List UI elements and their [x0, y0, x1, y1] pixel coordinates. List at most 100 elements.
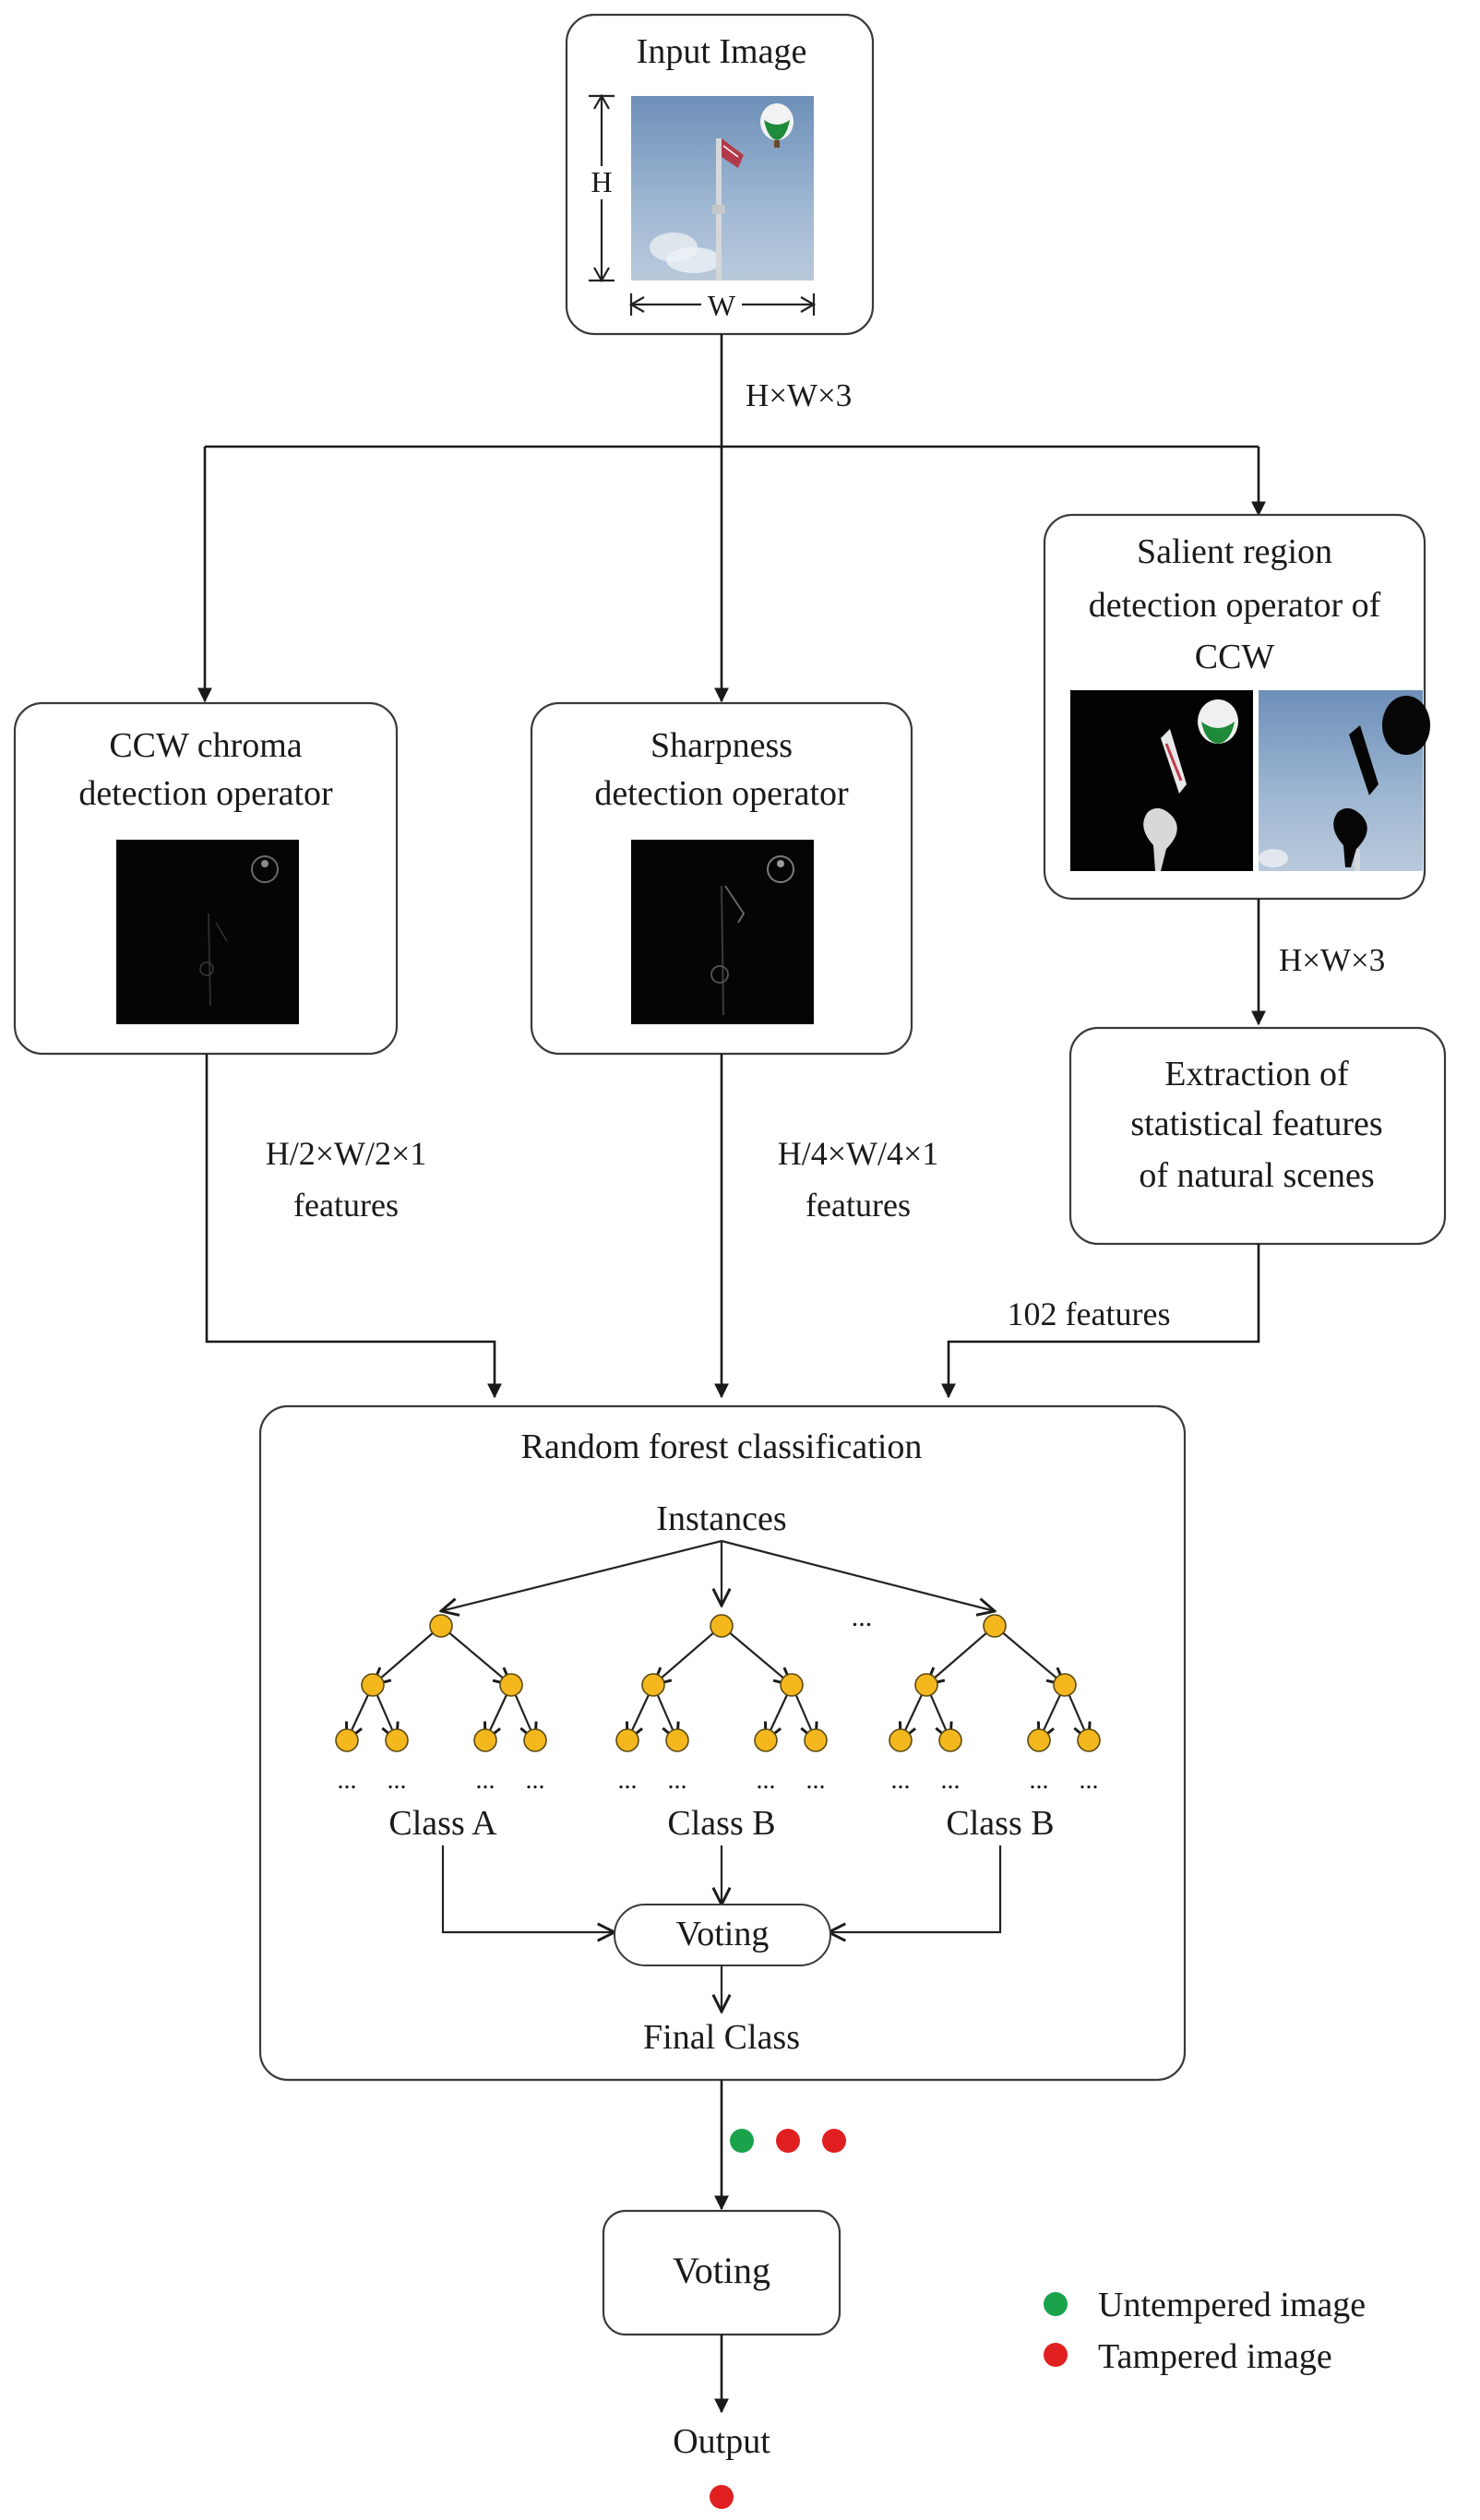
- tree-leaf-node: [1077, 1728, 1101, 1752]
- salient-operator-box: Salient region detection operator of CCW: [1043, 513, 1430, 901]
- tree-edge: [926, 1625, 996, 1685]
- tree-leaf-node: [665, 1728, 689, 1752]
- leaf-ellipsis: ...: [668, 1766, 687, 1795]
- tree-leaf-node: [754, 1728, 778, 1752]
- sharpness-title-line1: Sharpness: [650, 726, 793, 765]
- instance-arrow-tree-1: [441, 1539, 722, 1611]
- tree-leaf-node: [889, 1728, 913, 1752]
- stat-features-label: 102 features: [1008, 1296, 1171, 1332]
- tree-leaf-node: [804, 1728, 828, 1752]
- tree-internal-node: [780, 1673, 804, 1697]
- tree-internal-node: [914, 1673, 938, 1697]
- tree-leaf-node: [1027, 1728, 1051, 1752]
- instances-label: Instances: [656, 1499, 786, 1538]
- tree-leaf-node: [938, 1728, 962, 1752]
- tree-leaf-node: [473, 1728, 497, 1752]
- instance-arrow-tree-3: [721, 1539, 995, 1611]
- vote-dot-untampered: [730, 2129, 754, 2153]
- salient-title-line3: CCW: [1195, 638, 1275, 676]
- leaf-ellipsis: ...: [1030, 1766, 1049, 1795]
- output-result-dot: [710, 2485, 734, 2509]
- vote-dots: [730, 2129, 846, 2153]
- tree-1-class: Class A: [388, 1804, 497, 1843]
- tree-2: ............: [615, 1614, 828, 1795]
- chroma-title-line1: CCW chroma: [109, 726, 302, 765]
- tree-edge: [721, 1625, 792, 1685]
- tree-internal-node: [1053, 1673, 1077, 1697]
- input-image-title: Input Image: [637, 32, 807, 71]
- chroma-features-connector: [205, 1054, 502, 1399]
- more-trees-ellipsis: ...: [852, 1602, 873, 1632]
- legend-untampered-label: Untempered image: [1098, 2286, 1366, 2324]
- tree-leaf-node: [385, 1728, 409, 1752]
- leaf-ellipsis: ...: [388, 1766, 407, 1795]
- salient-mask-image: [1070, 690, 1253, 871]
- tree-internal-node: [499, 1673, 523, 1697]
- leaf-ellipsis: ...: [757, 1766, 776, 1795]
- sharp-features-label1: H/4×W/4×1: [778, 1135, 939, 1172]
- leaf-ellipsis: ...: [476, 1766, 495, 1795]
- tree-2-class: Class B: [667, 1804, 775, 1843]
- tree-edge: [440, 1625, 511, 1685]
- leaf-ellipsis: ...: [526, 1766, 545, 1795]
- extraction-line1: Extraction of: [1164, 1055, 1349, 1093]
- final-class-label: Final Class: [643, 2018, 800, 2057]
- vote-dot-tampered: [776, 2129, 800, 2153]
- salient-dims-label: H×W×3: [1279, 942, 1385, 978]
- tree-3-class: Class B: [946, 1804, 1054, 1843]
- leaf-ellipsis: ...: [891, 1766, 911, 1795]
- chroma-title-line2: detection operator: [78, 774, 333, 813]
- forest-title: Random forest classification: [521, 1427, 923, 1466]
- tree-edge: [994, 1625, 1065, 1685]
- class-b2-to-voting: [829, 1845, 1002, 1932]
- tree-leaf-node: [523, 1728, 547, 1752]
- chroma-features-label2: features: [293, 1187, 399, 1224]
- tree-root-node: [429, 1614, 453, 1638]
- legend-tampered-label: Tampered image: [1098, 2337, 1332, 2376]
- input-image-box: Input Image H W: [565, 13, 875, 336]
- extraction-line2: statistical features: [1130, 1105, 1382, 1143]
- height-label: H: [591, 165, 612, 198]
- leaf-ellipsis: ...: [338, 1766, 357, 1795]
- salient-inverse-image: [1259, 690, 1430, 871]
- chroma-map-image: [116, 840, 299, 1024]
- sharpness-map-image: [631, 840, 814, 1024]
- extraction-box: Extraction of statistical features of na…: [1068, 1026, 1447, 1246]
- tree-root-node: [710, 1614, 734, 1638]
- salient-title-line1: Salient region: [1137, 532, 1332, 571]
- vote-dot-tampered: [822, 2129, 846, 2153]
- output-voting-label: Voting: [673, 2250, 770, 2291]
- tree-root-node: [983, 1614, 1007, 1638]
- salient-title-line2: detection operator of: [1089, 586, 1381, 625]
- tree-edge: [653, 1625, 722, 1685]
- tree-internal-node: [361, 1673, 385, 1697]
- legend: Untempered image Tampered image: [1044, 2286, 1366, 2376]
- tree-edge: [373, 1625, 442, 1685]
- legend-untampered-dot: [1044, 2292, 1068, 2316]
- input-dims-label: H×W×3: [746, 377, 852, 413]
- sharpness-operator-box: Sharpness detection operator: [530, 701, 913, 1056]
- sharpness-title-line2: detection operator: [594, 774, 849, 813]
- leaf-ellipsis: ...: [806, 1766, 826, 1795]
- extraction-line3: of natural scenes: [1139, 1156, 1374, 1195]
- leaf-ellipsis: ...: [941, 1766, 961, 1795]
- input-photo: [631, 96, 814, 281]
- tree-3: ............: [889, 1614, 1101, 1795]
- stat-features-connector: [941, 1244, 1260, 1399]
- tree-1: ............: [335, 1614, 547, 1795]
- tree-leaf-node: [335, 1728, 359, 1752]
- decision-trees: ....................................: [335, 1614, 1101, 1795]
- legend-tampered-dot: [1044, 2343, 1068, 2367]
- inner-voting-label: Voting: [676, 1915, 770, 1953]
- output-label: Output: [673, 2422, 770, 2461]
- sharp-features-label2: features: [806, 1187, 911, 1224]
- width-label: W: [708, 289, 736, 322]
- class-a-to-voting: [441, 1845, 615, 1932]
- tree-internal-node: [641, 1673, 665, 1697]
- leaf-ellipsis: ...: [618, 1766, 638, 1795]
- chroma-operator-box: CCW chroma detection operator: [13, 701, 399, 1056]
- chroma-features-label1: H/2×W/2×1: [266, 1135, 427, 1172]
- tree-leaf-node: [615, 1728, 639, 1752]
- leaf-ellipsis: ...: [1080, 1766, 1099, 1795]
